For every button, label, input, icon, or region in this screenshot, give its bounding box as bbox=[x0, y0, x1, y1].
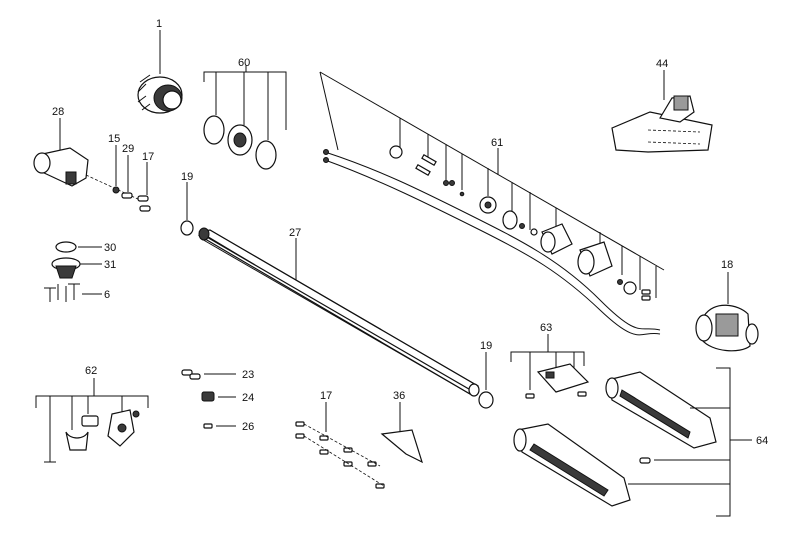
part-64-housing-upper bbox=[605, 371, 717, 449]
callout-63: 63 bbox=[540, 322, 552, 334]
callout-19-upper: 19 bbox=[181, 171, 193, 183]
callout-30: 30 bbox=[104, 242, 116, 254]
part-36-label bbox=[380, 402, 423, 464]
part-24-clip bbox=[201, 391, 236, 402]
part-19-ring-upper bbox=[180, 182, 194, 236]
part-60-seal-group bbox=[203, 65, 287, 170]
part-15-ball bbox=[112, 145, 120, 194]
part-17-pin-upper bbox=[137, 162, 151, 212]
part-17-pins-lower bbox=[295, 402, 385, 489]
part-44-strap bbox=[611, 70, 713, 153]
part-29-pin bbox=[121, 155, 133, 199]
part-62-switch-group bbox=[35, 378, 149, 463]
callout-19-lower: 19 bbox=[480, 340, 492, 352]
callout-17-upper: 17 bbox=[142, 151, 154, 163]
callout-44: 44 bbox=[656, 58, 668, 70]
callout-27: 27 bbox=[289, 227, 301, 239]
part-64-bracket bbox=[628, 367, 752, 517]
callout-60: 60 bbox=[238, 57, 250, 69]
part-30-ring bbox=[55, 241, 102, 253]
callout-24: 24 bbox=[242, 392, 254, 404]
part-31-bushing bbox=[51, 257, 102, 279]
callout-26: 26 bbox=[242, 421, 254, 433]
callout-31: 31 bbox=[104, 259, 116, 271]
part-28-head bbox=[33, 118, 141, 201]
callout-61: 61 bbox=[491, 137, 503, 149]
part-63-board bbox=[510, 334, 590, 399]
callout-28: 28 bbox=[52, 106, 64, 118]
callout-62: 62 bbox=[85, 365, 97, 377]
callout-18: 18 bbox=[721, 259, 733, 271]
callout-6: 6 bbox=[104, 289, 110, 301]
part-64-screw bbox=[639, 457, 651, 464]
callout-29: 29 bbox=[122, 143, 134, 155]
callout-36: 36 bbox=[393, 390, 405, 402]
callout-23: 23 bbox=[242, 369, 254, 381]
part-6-screws bbox=[44, 283, 102, 302]
callout-64: 64 bbox=[756, 435, 768, 447]
callout-15: 15 bbox=[108, 133, 120, 145]
part-19-ring-lower bbox=[478, 352, 494, 409]
part-27-tube bbox=[197, 227, 480, 397]
callout-1: 1 bbox=[156, 18, 162, 30]
part-26-spring bbox=[203, 423, 236, 429]
part-1-collar bbox=[137, 30, 183, 114]
part-64-housing-lower bbox=[513, 423, 631, 507]
part-18-cap bbox=[695, 272, 759, 352]
callout-17-lower: 17 bbox=[320, 390, 332, 402]
part-61-motor-group bbox=[319, 71, 665, 336]
part-23-pins bbox=[181, 369, 236, 380]
